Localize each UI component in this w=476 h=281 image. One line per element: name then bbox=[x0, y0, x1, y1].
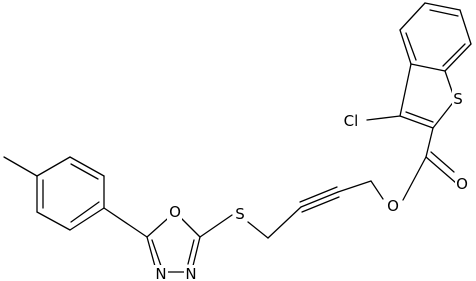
n-left-label: N bbox=[155, 265, 166, 281]
oxadiazole-ring bbox=[146, 211, 233, 273]
atom-s-thiophene: S bbox=[452, 89, 465, 108]
ester-group bbox=[370, 127, 457, 201]
atom-o-carbonyl: O bbox=[455, 174, 469, 193]
s-thioether-label: S bbox=[235, 205, 245, 223]
chlorine-label: Cl bbox=[344, 112, 359, 130]
thiophene-ring bbox=[399, 63, 456, 129]
tolyl-ring bbox=[3, 156, 148, 238]
atom-n-right: N bbox=[184, 265, 198, 281]
bond-c3-cl bbox=[366, 115, 401, 121]
o-ester-label: O bbox=[387, 197, 399, 215]
o-carbonyl-label: O bbox=[456, 175, 468, 193]
atom-s-thioether: S bbox=[233, 204, 247, 223]
atom-o-oxadiazole: O bbox=[167, 202, 182, 221]
o-oxadiazole-label: O bbox=[169, 203, 181, 221]
benzo-ring bbox=[399, 2, 472, 72]
butyne-linker bbox=[247, 180, 372, 239]
atom-cl: Cl bbox=[338, 111, 363, 130]
n-right-label: N bbox=[185, 265, 196, 281]
s-thiophene-label: S bbox=[453, 90, 463, 108]
atom-o-ester: O bbox=[385, 196, 401, 215]
atom-n-left: N bbox=[154, 265, 168, 281]
